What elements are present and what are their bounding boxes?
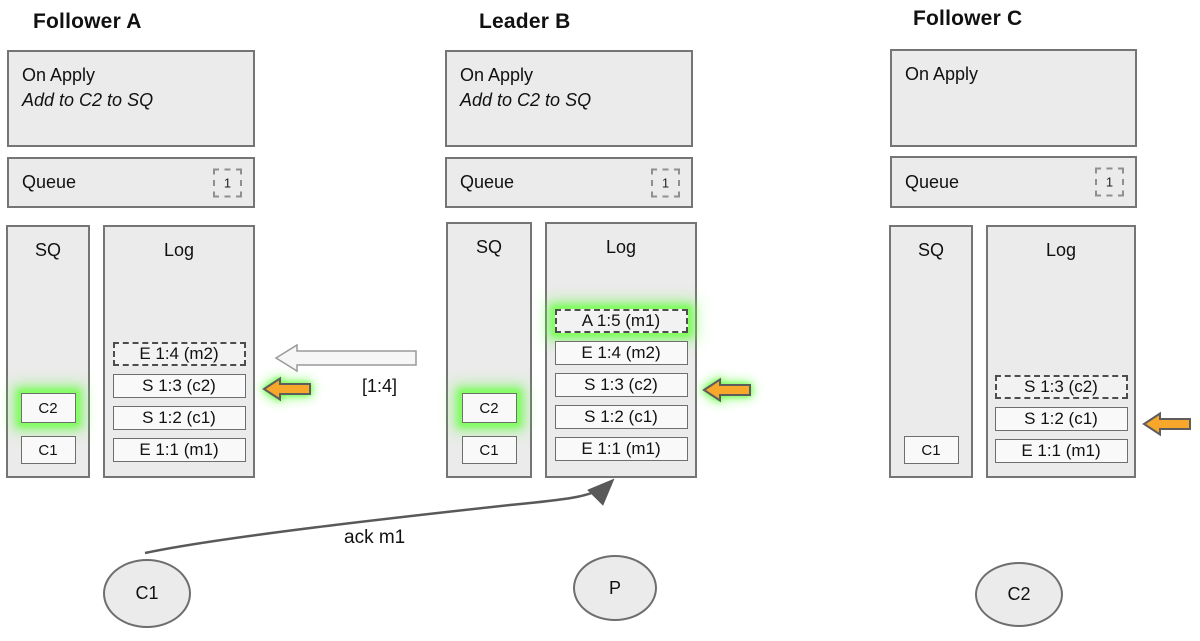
queue-label: Queue [22,172,77,192]
sq-entry: C1 [20,436,76,464]
apply-pointer-arrow-icon-b [702,377,751,403]
queue-label: Queue [460,172,515,192]
queue-box-a: Queue 1 [7,157,255,208]
node-title-follower-a: Follower A [33,10,142,33]
ack-arrow [144,478,615,555]
on-apply-rule: Add to C2 to SQ [460,90,592,111]
sq-label: SQ [34,240,61,260]
apply-pointer-arrow-icon-c [1142,411,1191,437]
log-entry: E 1:4 (m2) [554,341,688,365]
log-box-c: Log S 1:3 (c2) S 1:2 (c1) E 1:1 (m1) [986,225,1136,478]
queue-count-badge: 1 [1095,167,1124,197]
on-apply-box-a: On Apply Add to C2 to SQ [7,50,255,147]
queue-count-badge: 1 [651,168,680,197]
log-entry: A 1:5 (m1) [554,309,688,333]
on-apply-box-c: On Apply [890,49,1137,147]
sq-label: SQ [475,237,502,257]
client-c1-ellipse: C1 [103,559,191,628]
sq-label: SQ [917,240,944,260]
sq-box-c: SQ C1 [889,225,973,478]
node-title-leader-b: Leader B [479,10,571,33]
replicate-arrow-icon [274,343,417,373]
on-apply-heading: On Apply [905,64,979,84]
proposer-p-ellipse: P [573,555,657,621]
proposer-p-label: P [608,577,621,598]
sq-box-a: SQ C2 C1 [6,225,90,478]
log-entry: E 1:1 (m1) [112,438,246,462]
sq-box-b: SQ C2 C1 [446,222,532,478]
log-label: Log [163,240,195,260]
log-box-b: Log A 1:5 (m1) E 1:4 (m2) S 1:3 (c2) S 1… [545,222,697,478]
log-entry: S 1:2 (c1) [554,405,688,429]
log-entry: S 1:3 (c2) [994,375,1128,399]
node-title-follower-c: Follower C [913,7,1023,30]
log-label: Log [605,237,637,257]
log-entry: S 1:3 (c2) [112,374,246,398]
sq-entry: C1 [461,436,517,464]
replicate-range-label: [1:4] [362,376,398,396]
client-c2-label: C2 [1007,584,1031,604]
queue-box-b: Queue 1 [445,157,693,208]
apply-pointer-arrow-icon-a [262,376,311,402]
sq-entry: C1 [903,436,959,464]
sq-entry: C2 [461,393,517,423]
on-apply-box-b: On Apply Add to C2 to SQ [445,50,693,147]
client-c2-ellipse: C2 [975,562,1063,627]
queue-box-c: Queue 1 [890,156,1137,208]
log-label: Log [1045,240,1077,260]
on-apply-rule: Add to C2 to SQ [22,90,154,111]
queue-label: Queue [905,171,960,192]
log-entry: E 1:1 (m1) [994,439,1128,463]
log-box-a: Log E 1:4 (m2) S 1:3 (c2) S 1:2 (c1) E 1… [103,225,255,478]
log-entry: S 1:2 (c1) [112,406,246,430]
log-entry: E 1:4 (m2) [112,342,246,366]
ack-label: ack m1 [344,527,406,548]
client-c1-label: C1 [135,583,159,603]
log-entry: S 1:2 (c1) [994,407,1128,431]
sq-entry: C2 [20,393,76,423]
on-apply-heading: On Apply [22,65,96,85]
log-entry: E 1:1 (m1) [554,437,688,461]
queue-count-badge: 1 [213,168,242,197]
on-apply-heading: On Apply [460,65,534,85]
log-entry: S 1:3 (c2) [554,373,688,397]
